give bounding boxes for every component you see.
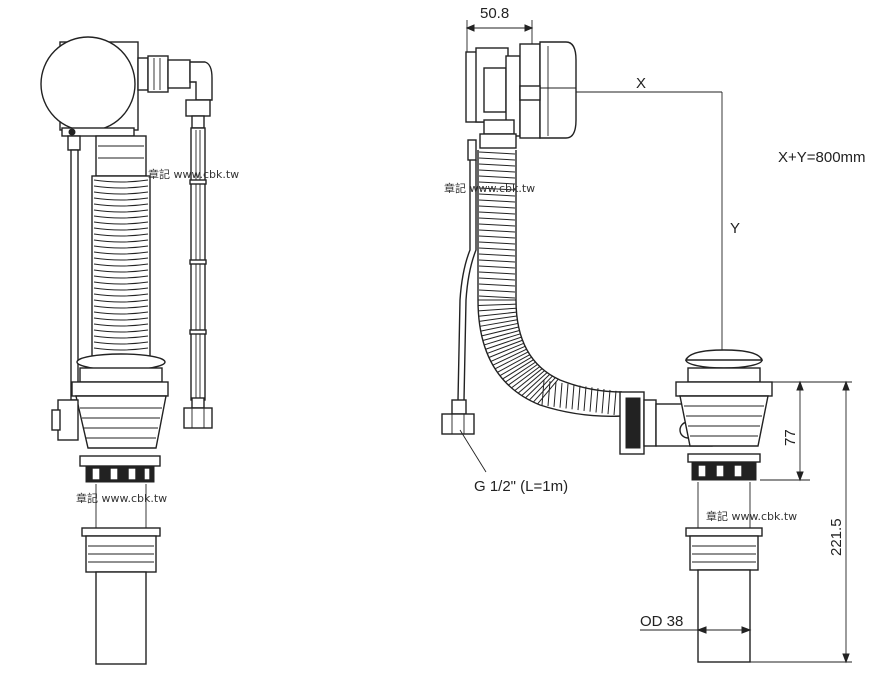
overflow-cap — [539, 41, 577, 139]
y-label: Y — [730, 220, 740, 237]
curved-corrugation — [478, 151, 617, 415]
lock-nut — [85, 465, 155, 483]
dim-221-label: 221.5 — [828, 518, 845, 556]
tail-pipe — [95, 571, 147, 665]
watermark-4: 章記 www.cbk.tw — [706, 509, 797, 523]
watermark-3: 章記 www.cbk.tw — [76, 491, 167, 505]
watermark-1: 章記 www.cbk.tw — [148, 167, 239, 181]
dim-width-label: 50.8 — [480, 5, 509, 22]
front-view — [40, 36, 213, 665]
watermark-2: 章記 www.cbk.tw — [444, 181, 535, 195]
x-label: X — [636, 75, 646, 92]
tail-pipe-side — [697, 569, 751, 663]
length-note: X+Y=800mm — [778, 149, 866, 166]
dim-77-label: 77 — [782, 429, 799, 446]
corrugation-ribs — [93, 179, 149, 351]
overflow-cover — [40, 36, 136, 132]
od-label: OD 38 — [640, 613, 683, 630]
thread-label: G 1/2" (L=1m) — [474, 478, 568, 495]
side-view — [441, 20, 852, 664]
thread-nut — [441, 413, 475, 435]
